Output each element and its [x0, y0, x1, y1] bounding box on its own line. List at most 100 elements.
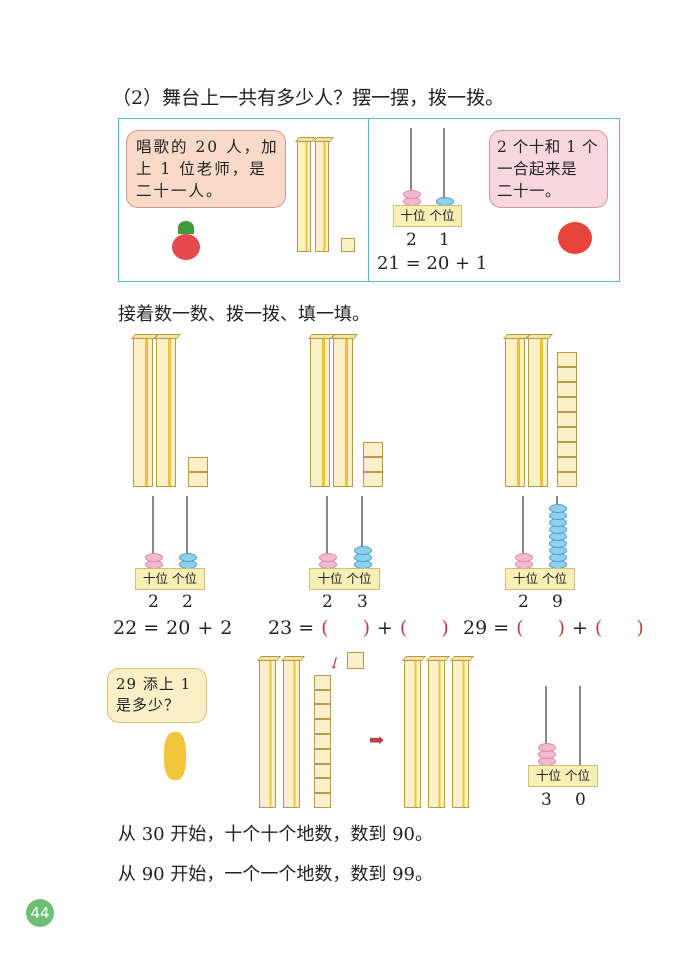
- unit-cube-block: [557, 397, 577, 412]
- abacus-tens-rod: [522, 496, 524, 568]
- ones-digit: 2: [182, 592, 193, 612]
- ones-bead: [549, 504, 567, 513]
- ones-digit: 1: [439, 230, 450, 250]
- abacus-tens-rod: [545, 686, 547, 765]
- equation-part: 22 =: [113, 617, 160, 639]
- unit-cube-block: [314, 763, 331, 779]
- answer-blank-close[interactable]: ): [441, 617, 449, 639]
- unit-cube-block: [314, 689, 331, 705]
- ten-rod-block: [283, 660, 300, 808]
- speech-bubble-corn: 29 添上 1 是多少？: [107, 668, 207, 723]
- ten-rod-block: [452, 660, 469, 808]
- tens-place-label: 十位: [400, 208, 426, 223]
- answer-blank-open[interactable]: (: [321, 617, 329, 639]
- abacus-ones-rod: [579, 686, 581, 765]
- tens-digit: 2: [406, 230, 417, 250]
- radish-character-icon: [172, 234, 200, 260]
- answer-blank-open[interactable]: (: [399, 617, 408, 639]
- move-arrow-icon: ↙: [324, 650, 346, 675]
- ten-rod-block: [133, 338, 153, 487]
- frame-divider: [368, 119, 369, 281]
- unit-cube-block: [314, 674, 331, 690]
- unit-cube-block: [557, 412, 577, 427]
- ten-rod-block: [315, 141, 329, 252]
- page-number: 44: [26, 899, 54, 927]
- ten-rod-block: [528, 338, 548, 487]
- moving-unit-cube: [347, 652, 364, 669]
- ten-rod-block: [404, 660, 421, 808]
- bubble-line: 是多少？: [116, 696, 181, 714]
- part2-title: （2）舞台上一共有多少人？摆一摆，拨一拨。: [112, 87, 505, 109]
- unit-cube-block: [314, 793, 331, 808]
- instruction: 接着数一数、拨一拨、填一填。: [118, 304, 370, 325]
- abacus-ones-rod: [186, 496, 188, 568]
- unit-cube-block: [557, 382, 577, 397]
- speech-bubble-left: 唱歌的 20 人，加 上 1 位老师，是 二十一人。: [126, 130, 286, 208]
- tens-place-label: 十位: [317, 571, 343, 586]
- place-value-label: 十位个位: [528, 765, 598, 787]
- equation-part: +: [376, 617, 393, 639]
- unit-cube-block: [188, 472, 208, 487]
- tens-bead: [403, 190, 421, 199]
- place-value-label: 十位个位: [393, 205, 462, 227]
- ones-bead: [354, 546, 372, 555]
- ones-place-label: 个位: [429, 208, 455, 223]
- answer-blank-close[interactable]: ): [557, 617, 565, 639]
- unit-cube-block: [341, 238, 355, 252]
- equation: 22 =20+2: [113, 617, 239, 639]
- place-value-label: 十位个位: [505, 568, 575, 590]
- unit-cube-block: [557, 352, 577, 367]
- unit-cube-block: [363, 472, 383, 487]
- abacus-ones-rod: [361, 496, 363, 568]
- ones-place-label: 个位: [565, 768, 591, 783]
- abacus-tens-rod: [326, 496, 328, 568]
- counting-line-1: 从 30 开始，十个十个地数，数到 90。: [118, 824, 433, 845]
- bubble-line: 二十一人。: [136, 182, 224, 200]
- equation: 29 = () + (): [463, 617, 651, 639]
- tens-place-label: 十位: [535, 768, 561, 783]
- ten-rod-block: [333, 338, 353, 487]
- tens-bead: [538, 743, 556, 752]
- counting-line-2: 从 90 开始，一个一个地数，数到 99。: [118, 864, 433, 885]
- bubble-line: 上 1 位老师，是: [136, 160, 267, 178]
- speech-bubble-right: 2 个十和 1 个 一合起来是 二十一。: [489, 130, 608, 208]
- ones-place-label: 个位: [172, 571, 198, 586]
- abacus-tens-rod: [152, 496, 154, 568]
- tens-bead: [319, 553, 337, 562]
- bubble-line: 二十一。: [497, 182, 562, 200]
- example-frame: [118, 118, 620, 282]
- answer-blank-close[interactable]: ): [362, 617, 370, 639]
- ones-place-label: 个位: [346, 571, 372, 586]
- bubble-line: 2 个十和 1 个: [497, 138, 599, 156]
- unit-cube-block: [557, 457, 577, 472]
- equation-part: 2: [220, 617, 233, 639]
- abacus-ones-rod: [443, 128, 445, 205]
- ones-digit: 3: [357, 592, 368, 612]
- abacus-tens-rod: [410, 128, 412, 205]
- ten-rod-block: [259, 660, 276, 808]
- ten-rod-block: [428, 660, 445, 808]
- unit-cube-block: [314, 734, 331, 749]
- bubble-line: 一合起来是: [497, 160, 578, 178]
- ten-rod-block: [297, 141, 311, 252]
- unit-cube-block: [314, 748, 331, 764]
- equation-part: 23 =: [268, 617, 315, 639]
- unit-cube-block: [557, 472, 577, 487]
- radish-leaves-icon: [178, 221, 194, 234]
- answer-blank-open[interactable]: (: [516, 617, 524, 639]
- answer-blank-close[interactable]: ): [636, 617, 644, 639]
- unit-cube-block: [557, 442, 577, 457]
- corn-character-icon: [164, 732, 186, 780]
- tens-digit: 2: [148, 592, 159, 612]
- equation-part: 29 =: [463, 617, 510, 639]
- tomato-character-icon: [558, 222, 592, 254]
- tens-digit: 2: [518, 592, 529, 612]
- unit-cube-block: [557, 367, 577, 382]
- answer-blank-open[interactable]: (: [594, 617, 603, 639]
- unit-cube-block: [188, 457, 208, 472]
- unit-cube-block: [363, 457, 383, 472]
- unit-cube-block: [363, 442, 383, 457]
- equation-part: +: [571, 617, 588, 639]
- ones-digit: 0: [575, 790, 586, 810]
